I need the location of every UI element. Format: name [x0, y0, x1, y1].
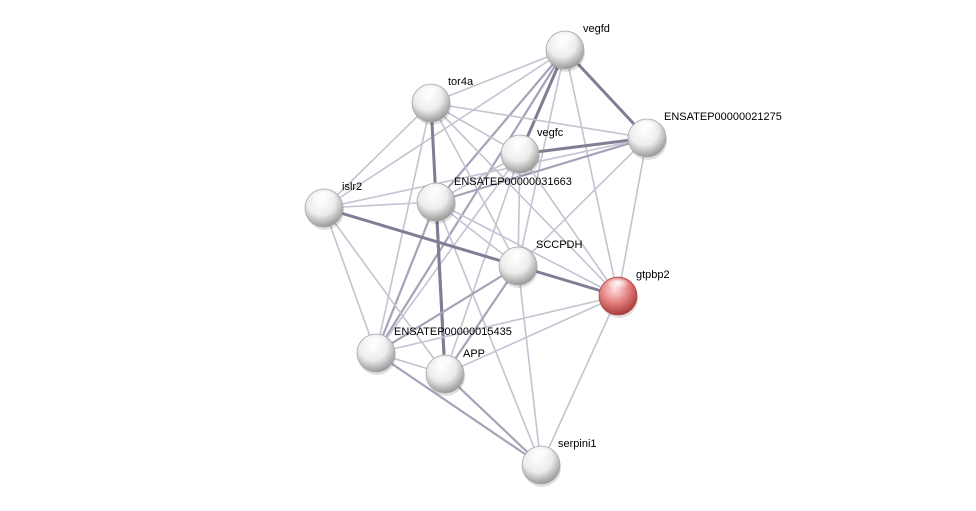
node-label-SCCPDH: SCCPDH	[536, 239, 583, 251]
edge-ENSATEP00000021275-vegfc[interactable]	[518, 136, 649, 156]
edge-ENSATEP00000031663-ENSATEP00000015435[interactable]	[374, 200, 438, 355]
edge-vegfc-APP[interactable]	[444, 153, 521, 375]
edge-islr2-APP[interactable]	[323, 207, 446, 375]
edge-vegfd-ENSATEP00000015435[interactable]	[374, 48, 567, 355]
edge-gtpbp2-ENSATEP00000015435[interactable]	[375, 295, 619, 354]
node-highlight	[424, 185, 448, 199]
node-highlight	[364, 336, 388, 350]
edge-gtpbp2-APP[interactable]	[444, 295, 619, 375]
node-APP[interactable]	[425, 354, 465, 396]
edge-vegfd-gtpbp2[interactable]	[564, 49, 619, 297]
edge-tor4a-ENSATEP00000021275[interactable]	[430, 102, 648, 139]
edge-vegfc-gtpbp2[interactable]	[519, 153, 619, 297]
edge-ENSATEP00000021275-gtpbp2[interactable]	[617, 137, 648, 297]
node-highlight	[508, 137, 532, 151]
node-label-islr2: islr2	[342, 181, 362, 193]
edge-SCCPDH-APP[interactable]	[443, 264, 520, 376]
node-serpini1[interactable]	[521, 445, 561, 487]
node-label-vegfc: vegfc	[537, 127, 564, 139]
node-highlight	[433, 357, 457, 371]
node-islr2[interactable]	[304, 188, 344, 230]
node-label-serpini1: serpini1	[558, 438, 597, 450]
edge-vegfc-ENSATEP00000015435[interactable]	[375, 153, 521, 354]
edge-ENSATEP00000021275-SCCPDH[interactable]	[517, 137, 648, 267]
edges-layer	[322, 48, 649, 467]
node-label-ENSATEP00000021275: ENSATEP00000021275	[664, 111, 782, 123]
node-SCCPDH[interactable]	[498, 246, 538, 288]
edge-SCCPDH-ENSATEP00000015435[interactable]	[374, 264, 520, 355]
edge-ENSATEP00000015435-serpini1[interactable]	[374, 351, 543, 467]
node-tor4a[interactable]	[411, 83, 451, 125]
edge-islr2-ENSATEP00000015435[interactable]	[323, 207, 377, 354]
nodes-layer	[304, 30, 667, 487]
edge-ENSATEP00000021275-ENSATEP00000031663[interactable]	[434, 136, 649, 204]
node-highlight	[529, 448, 553, 462]
node-highlight	[506, 249, 530, 263]
node-highlight	[553, 33, 577, 47]
edge-tor4a-ENSATEP00000015435[interactable]	[375, 102, 432, 354]
edge-tor4a-islr2[interactable]	[323, 102, 432, 209]
node-ENSATEP00000031663[interactable]	[416, 182, 456, 224]
edge-ENSATEP00000031663-APP[interactable]	[434, 200, 447, 376]
edge-vegfd-SCCPDH[interactable]	[517, 49, 566, 267]
node-ENSATEP00000021275[interactable]	[627, 118, 667, 160]
edge-tor4a-gtpbp2[interactable]	[430, 102, 619, 297]
node-ENSATEP00000015435[interactable]	[356, 333, 396, 375]
edge-vegfd-tor4a[interactable]	[430, 49, 566, 104]
node-highlight	[312, 191, 336, 205]
node-vegfd[interactable]	[545, 30, 585, 72]
edge-tor4a-SCCPDH[interactable]	[430, 102, 519, 267]
node-vegfc[interactable]	[500, 134, 540, 176]
edge-islr2-SCCPDH[interactable]	[322, 206, 520, 268]
node-highlight	[419, 86, 443, 100]
edge-vegfd-ENSATEP00000021275[interactable]	[563, 48, 649, 140]
node-label-vegfd: vegfd	[583, 23, 610, 35]
edge-SCCPDH-serpini1[interactable]	[517, 265, 542, 466]
node-label-ENSATEP00000031663: ENSATEP00000031663	[454, 176, 572, 188]
node-label-gtpbp2: gtpbp2	[636, 269, 670, 281]
edge-APP-serpini1[interactable]	[443, 372, 543, 467]
edge-vegfd-ENSATEP00000031663[interactable]	[434, 48, 567, 204]
edge-gtpbp2-serpini1[interactable]	[540, 295, 619, 466]
node-label-tor4a: tor4a	[448, 76, 474, 88]
node-highlight	[635, 121, 659, 135]
node-label-APP: APP	[463, 348, 485, 360]
node-label-ENSATEP00000015435: ENSATEP00000015435	[394, 326, 512, 338]
node-gtpbp2[interactable]	[598, 276, 638, 318]
node-highlight	[606, 279, 630, 293]
